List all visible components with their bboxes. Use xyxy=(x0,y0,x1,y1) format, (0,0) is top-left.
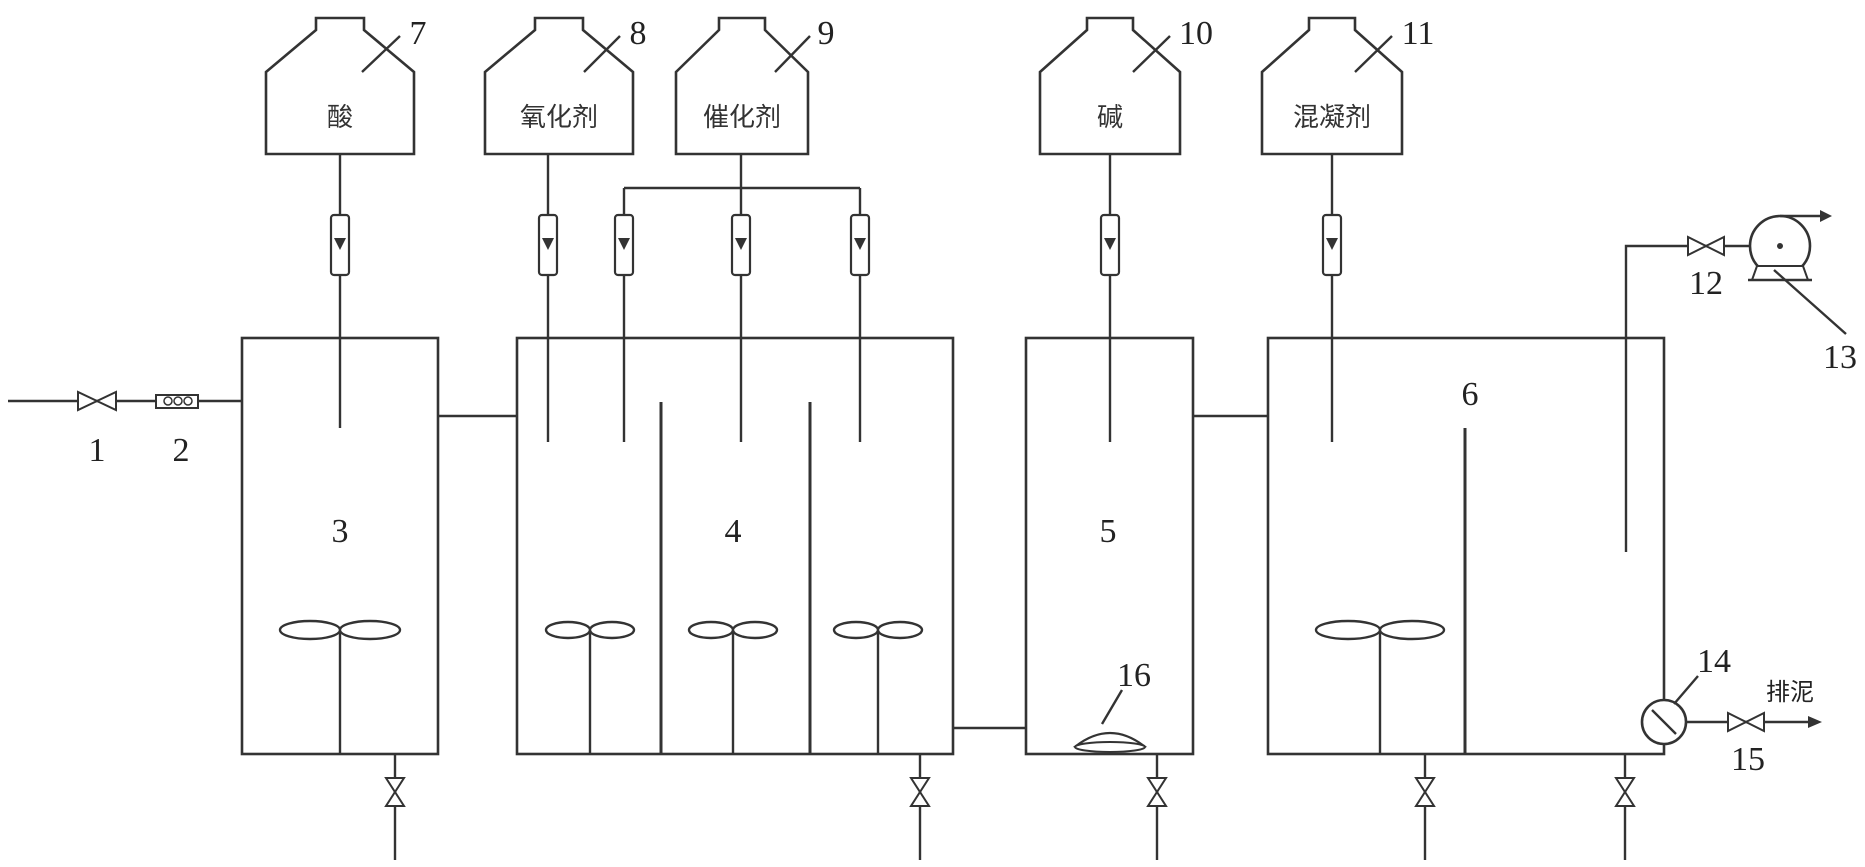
valve-12 xyxy=(1687,235,1725,257)
catalyst-label: 催化剂 xyxy=(703,103,781,133)
leader-10 xyxy=(1132,35,1171,73)
rotameter-coagulant xyxy=(1321,213,1343,290)
label-15: 15 xyxy=(1731,741,1765,778)
coagulant-label: 混凝剂 xyxy=(1293,103,1371,133)
label-1: 1 xyxy=(89,432,106,469)
label-4: 4 xyxy=(725,513,742,550)
drain-valve-tank-5 xyxy=(1146,754,1168,860)
rotameter-acid xyxy=(329,213,351,290)
alkali-label: 碱 xyxy=(1097,103,1123,133)
valve-1 xyxy=(77,390,117,412)
rotameter-catalyst-2 xyxy=(730,213,752,277)
valve-15 xyxy=(1727,711,1765,733)
leader-13 xyxy=(1773,269,1847,335)
label-8: 8 xyxy=(630,15,647,52)
label-16: 16 xyxy=(1117,657,1151,694)
agitator-tank-4c xyxy=(832,620,924,754)
leader-14 xyxy=(1673,675,1699,705)
agitator-tank-4b xyxy=(687,620,779,754)
acid-label: 酸 xyxy=(327,103,353,133)
label-7: 7 xyxy=(410,15,427,52)
acid-bottle-7: 酸 xyxy=(264,16,416,156)
alkali-bottle-10: 碱 xyxy=(1038,16,1182,156)
label-12: 12 xyxy=(1689,265,1723,302)
flowmeter-2 xyxy=(155,394,199,409)
leader-11 xyxy=(1354,35,1393,73)
label-5: 5 xyxy=(1100,513,1117,550)
sludge-pump-14 xyxy=(1640,698,1688,746)
label-2: 2 xyxy=(173,432,190,469)
label-6: 6 xyxy=(1462,376,1479,413)
label-3: 3 xyxy=(332,513,349,550)
label-13: 13 xyxy=(1823,339,1857,376)
oxidant-label: 氧化剂 xyxy=(520,103,598,133)
label-14: 14 xyxy=(1697,643,1731,680)
oxidant-bottle-8: 氧化剂 xyxy=(483,16,635,156)
sludge-discharge-label: 排泥 xyxy=(1766,678,1814,706)
drain-valve-tank-6b xyxy=(1614,754,1636,860)
catalyst-bottle-9: 催化剂 xyxy=(674,16,810,156)
rotameter-catalyst-3 xyxy=(849,213,871,277)
rotameter-catalyst-1 xyxy=(613,213,635,277)
coagulant-bottle-11: 混凝剂 xyxy=(1260,16,1404,156)
leader-16 xyxy=(1100,689,1124,725)
label-11: 11 xyxy=(1402,15,1435,52)
pump-13 xyxy=(1748,210,1832,282)
drain-valve-tank-4 xyxy=(909,754,931,860)
agitator-tank-3 xyxy=(278,619,402,754)
outlet-pipe xyxy=(1624,244,1775,552)
drain-valve-tank-3 xyxy=(384,754,406,860)
agitator-tank-4a xyxy=(544,620,636,754)
rotameter-alkali xyxy=(1099,213,1121,290)
aerator-16 xyxy=(1072,732,1148,753)
label-10: 10 xyxy=(1179,15,1213,52)
tank-5 xyxy=(1024,336,1195,756)
leader-8 xyxy=(583,35,621,73)
rotameter-oxidant xyxy=(537,213,559,290)
agitator-tank-6 xyxy=(1314,619,1446,754)
label-9: 9 xyxy=(818,15,835,52)
drain-valve-tank-6a xyxy=(1414,754,1436,860)
leader-7 xyxy=(361,35,401,73)
leader-9 xyxy=(774,35,811,73)
discharge-arrow xyxy=(1808,716,1822,728)
